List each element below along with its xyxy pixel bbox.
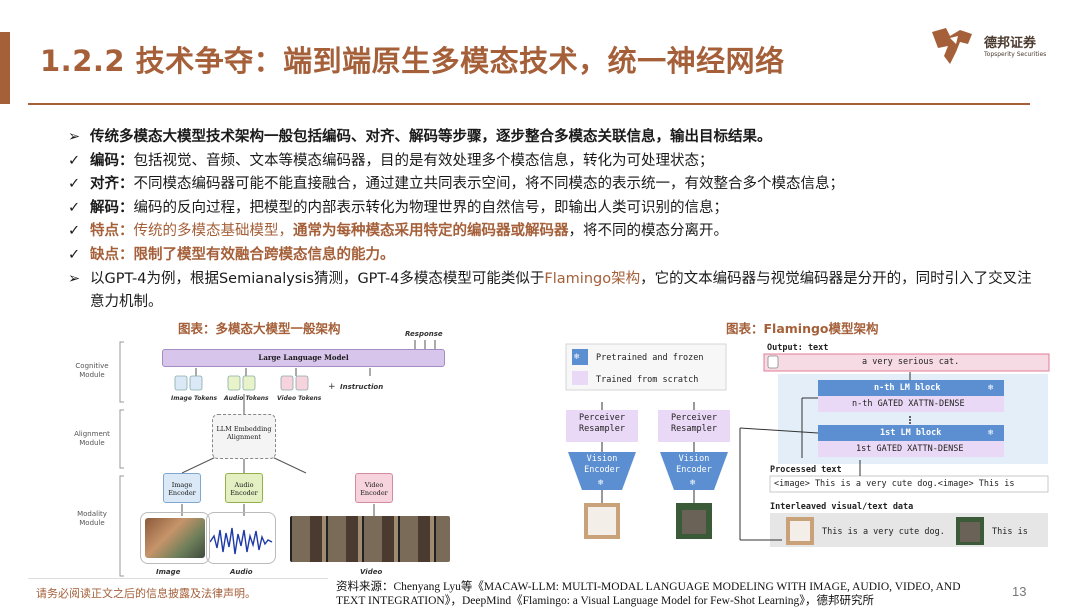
interleaved-data-label: Interleaved visual/text data — [770, 502, 914, 512]
check-bullet-icon: ✓ — [68, 199, 81, 216]
modality-module-label: Modality Module — [77, 510, 107, 527]
bullet-drawbacks: ✓ 缺点：限制了模型有效融合跨模态信息的能力。 — [68, 244, 1038, 268]
title-divider — [28, 103, 1030, 105]
footer-divider — [28, 578, 328, 579]
bullet-alignment: ✓ 对齐：不同模态编码器可能不能直接融合，通过建立共同表示空间，将不同模态的表示… — [68, 173, 1038, 197]
image-input-label: Image — [156, 568, 181, 576]
response-label: Response — [405, 330, 443, 338]
bullet-label: 特点： — [90, 223, 134, 240]
logo-mark-icon — [932, 28, 972, 64]
check-bullet-icon: ✓ — [68, 152, 81, 169]
bullet-label: 对齐： — [90, 176, 134, 193]
bullet-text: 传统的多模态基础模型， — [133, 223, 294, 240]
left-figure-caption: 图表：多模态大模型一般架构 — [178, 321, 341, 336]
audio-input-frame — [206, 512, 276, 564]
bullet-label: 编码： — [90, 152, 134, 169]
bullet-label: 缺点： — [90, 246, 134, 263]
video-encoder-block: Video Encoder — [355, 473, 393, 503]
check-bullet-icon: ✓ — [68, 246, 81, 263]
bullet-text: 编码的反向过程，把模型的内部表示转化为物理世界的自然信号，即输出人类可识别的信息… — [133, 199, 729, 216]
snowflake-icon: ❄ — [988, 383, 994, 393]
perceiver-resampler-1: Perceiver Resampler — [578, 413, 626, 434]
source-citation: 资料来源：Chenyang Lyu等《MACAW-LLM: MULTI-MODA… — [336, 581, 961, 607]
nth-gated-xattn: n-th GATED XATTN-DENSE — [852, 399, 965, 409]
image-sample-photo — [145, 518, 205, 558]
audio-encoder-block: Audio Encoder — [225, 473, 263, 503]
instruction-label: Instruction — [340, 383, 384, 391]
right-figure-caption: 图表：Flamingo模型架构 — [726, 321, 879, 336]
audio-input-label: Audio — [230, 568, 253, 576]
vision-encoder-1: Vision Encoder — [584, 454, 620, 475]
bullet-text-tail: ，将不同的模态分离开。 — [568, 223, 729, 240]
bullet-text-tail: ，它的文本编码器与视觉编码器是分开的，同时引入了交叉注意力机制。 — [90, 270, 1032, 311]
bullet-text: 限制了模型有效融合跨模态信息的能力。 — [133, 246, 395, 263]
bullet-list: ➢ 传统多模态大模型技术架构一般包括编码、对齐、解码等步骤，逐步整合多模态关联信… — [68, 126, 1038, 315]
output-text-label: Output: text — [767, 343, 829, 353]
vision-encoder-2: Vision Encoder — [676, 454, 712, 475]
flamingo-architecture-figure: ❄ Pretrained and frozen Trained from scr… — [560, 340, 1055, 550]
bullet-label: 解码： — [90, 199, 134, 216]
page-title: 1.2.2 技术争夺：端到端原生多模态技术，统一神经网络 — [40, 44, 785, 78]
bullet-features: ✓ 特点：传统的多模态基础模型，通常为每种模态采用特定的编码器或解码器，将不同的… — [68, 220, 1038, 244]
multimodal-architecture-figure: Response Large Language Model + Instruct… — [70, 330, 490, 580]
audio-tokens-label: Audio Tokens — [224, 395, 269, 402]
snowflake-icon: ❄ — [598, 478, 604, 488]
legend-frozen-label: Pretrained and frozen — [596, 353, 704, 363]
image-encoder-block: Image Encoder — [163, 473, 201, 503]
snowflake-icon: ❄ — [988, 428, 994, 438]
bullet-emphasis: Flamingo架构 — [544, 270, 641, 287]
arrow-bullet-icon: ➢ — [68, 270, 81, 287]
check-bullet-icon: ✓ — [68, 223, 81, 240]
snowflake-icon: ❄ — [574, 352, 580, 362]
processed-text-label: Processed text — [770, 465, 842, 475]
llm-block: Large Language Model — [162, 349, 445, 367]
output-text-value: a very serious cat. — [862, 357, 960, 367]
interleaved-text-a: This is a very cute dog. — [822, 527, 945, 537]
alignment-module-label: Alignment Module — [74, 430, 110, 447]
page-number: 13 — [1012, 584, 1027, 599]
bullet-decoding: ✓ 解码：编码的反向过程，把模型的内部表示转化为物理世界的自然信号，即输出人类可… — [68, 197, 1038, 221]
video-filmstrip — [290, 516, 450, 562]
logo-english-name: Topsperity Securities — [984, 51, 1047, 58]
video-input-label: Video — [360, 568, 383, 576]
snowflake-icon: ❄ — [690, 478, 696, 488]
plus-sign: + — [328, 382, 336, 392]
perceiver-resampler-2: Perceiver Resampler — [670, 413, 718, 434]
bullet-encoding: ✓ 编码：包括视觉、音频、文本等模态编码器，目的是有效处理多个模态信息，转化为可… — [68, 150, 1038, 174]
processed-text-value: <image> This is a very cute dog.<image> … — [774, 479, 1015, 489]
bullet-text: 以GPT-4为例，根据Semianalysis猜测，GPT-4多模态模型可能类似… — [90, 270, 545, 287]
company-logo: 德邦证券 Topsperity Securities — [930, 26, 1060, 66]
bullet-overview: ➢ 传统多模态大模型技术架构一般包括编码、对齐、解码等步骤，逐步整合多模态关联信… — [68, 126, 1038, 150]
first-lm-block: 1st LM block — [880, 428, 942, 438]
bullet-gpt4: ➢ 以GPT-4为例，根据Semianalysis猜测，GPT-4多模态模型可能… — [68, 268, 1038, 315]
arrow-bullet-icon: ➢ — [68, 129, 81, 145]
logo-chinese-name: 德邦证券 — [984, 36, 1037, 51]
check-bullet-icon: ✓ — [68, 176, 81, 193]
first-gated-xattn: 1st GATED XATTN-DENSE — [856, 444, 964, 454]
cognitive-module-label: Cognitive Module — [75, 362, 109, 379]
image-tokens-label: Image Tokens — [171, 395, 218, 402]
legend-trained-label: Trained from scratch — [596, 375, 699, 385]
image-input-frame — [140, 512, 210, 564]
bullet-text: 传统多模态大模型技术架构一般包括编码、对齐、解码等步骤，逐步整合多模态关联信息，… — [90, 129, 772, 145]
title-accent-bar — [0, 32, 10, 104]
bullet-text: 包括视觉、音频、文本等模态编码器，目的是有效处理多个模态信息，转化为可处理状态； — [133, 152, 714, 169]
nth-lm-block: n-th LM block — [874, 383, 941, 393]
bullet-text: 不同模态编码器可能不能直接融合，通过建立共同表示空间，将不同模态的表示统一，有效… — [133, 176, 845, 193]
interleaved-text-b: This is — [992, 527, 1028, 537]
disclaimer-text: 请务必阅读正文之后的信息披露及法律声明。 — [36, 587, 256, 600]
bullet-emphasis: 通常为每种模态采用特定的编码器或解码器 — [293, 223, 569, 240]
video-tokens-label: Video Tokens — [277, 395, 322, 402]
embedding-alignment-block: LLM Embedding Alignment — [212, 414, 276, 459]
flamingo-connectors — [565, 343, 1050, 547]
